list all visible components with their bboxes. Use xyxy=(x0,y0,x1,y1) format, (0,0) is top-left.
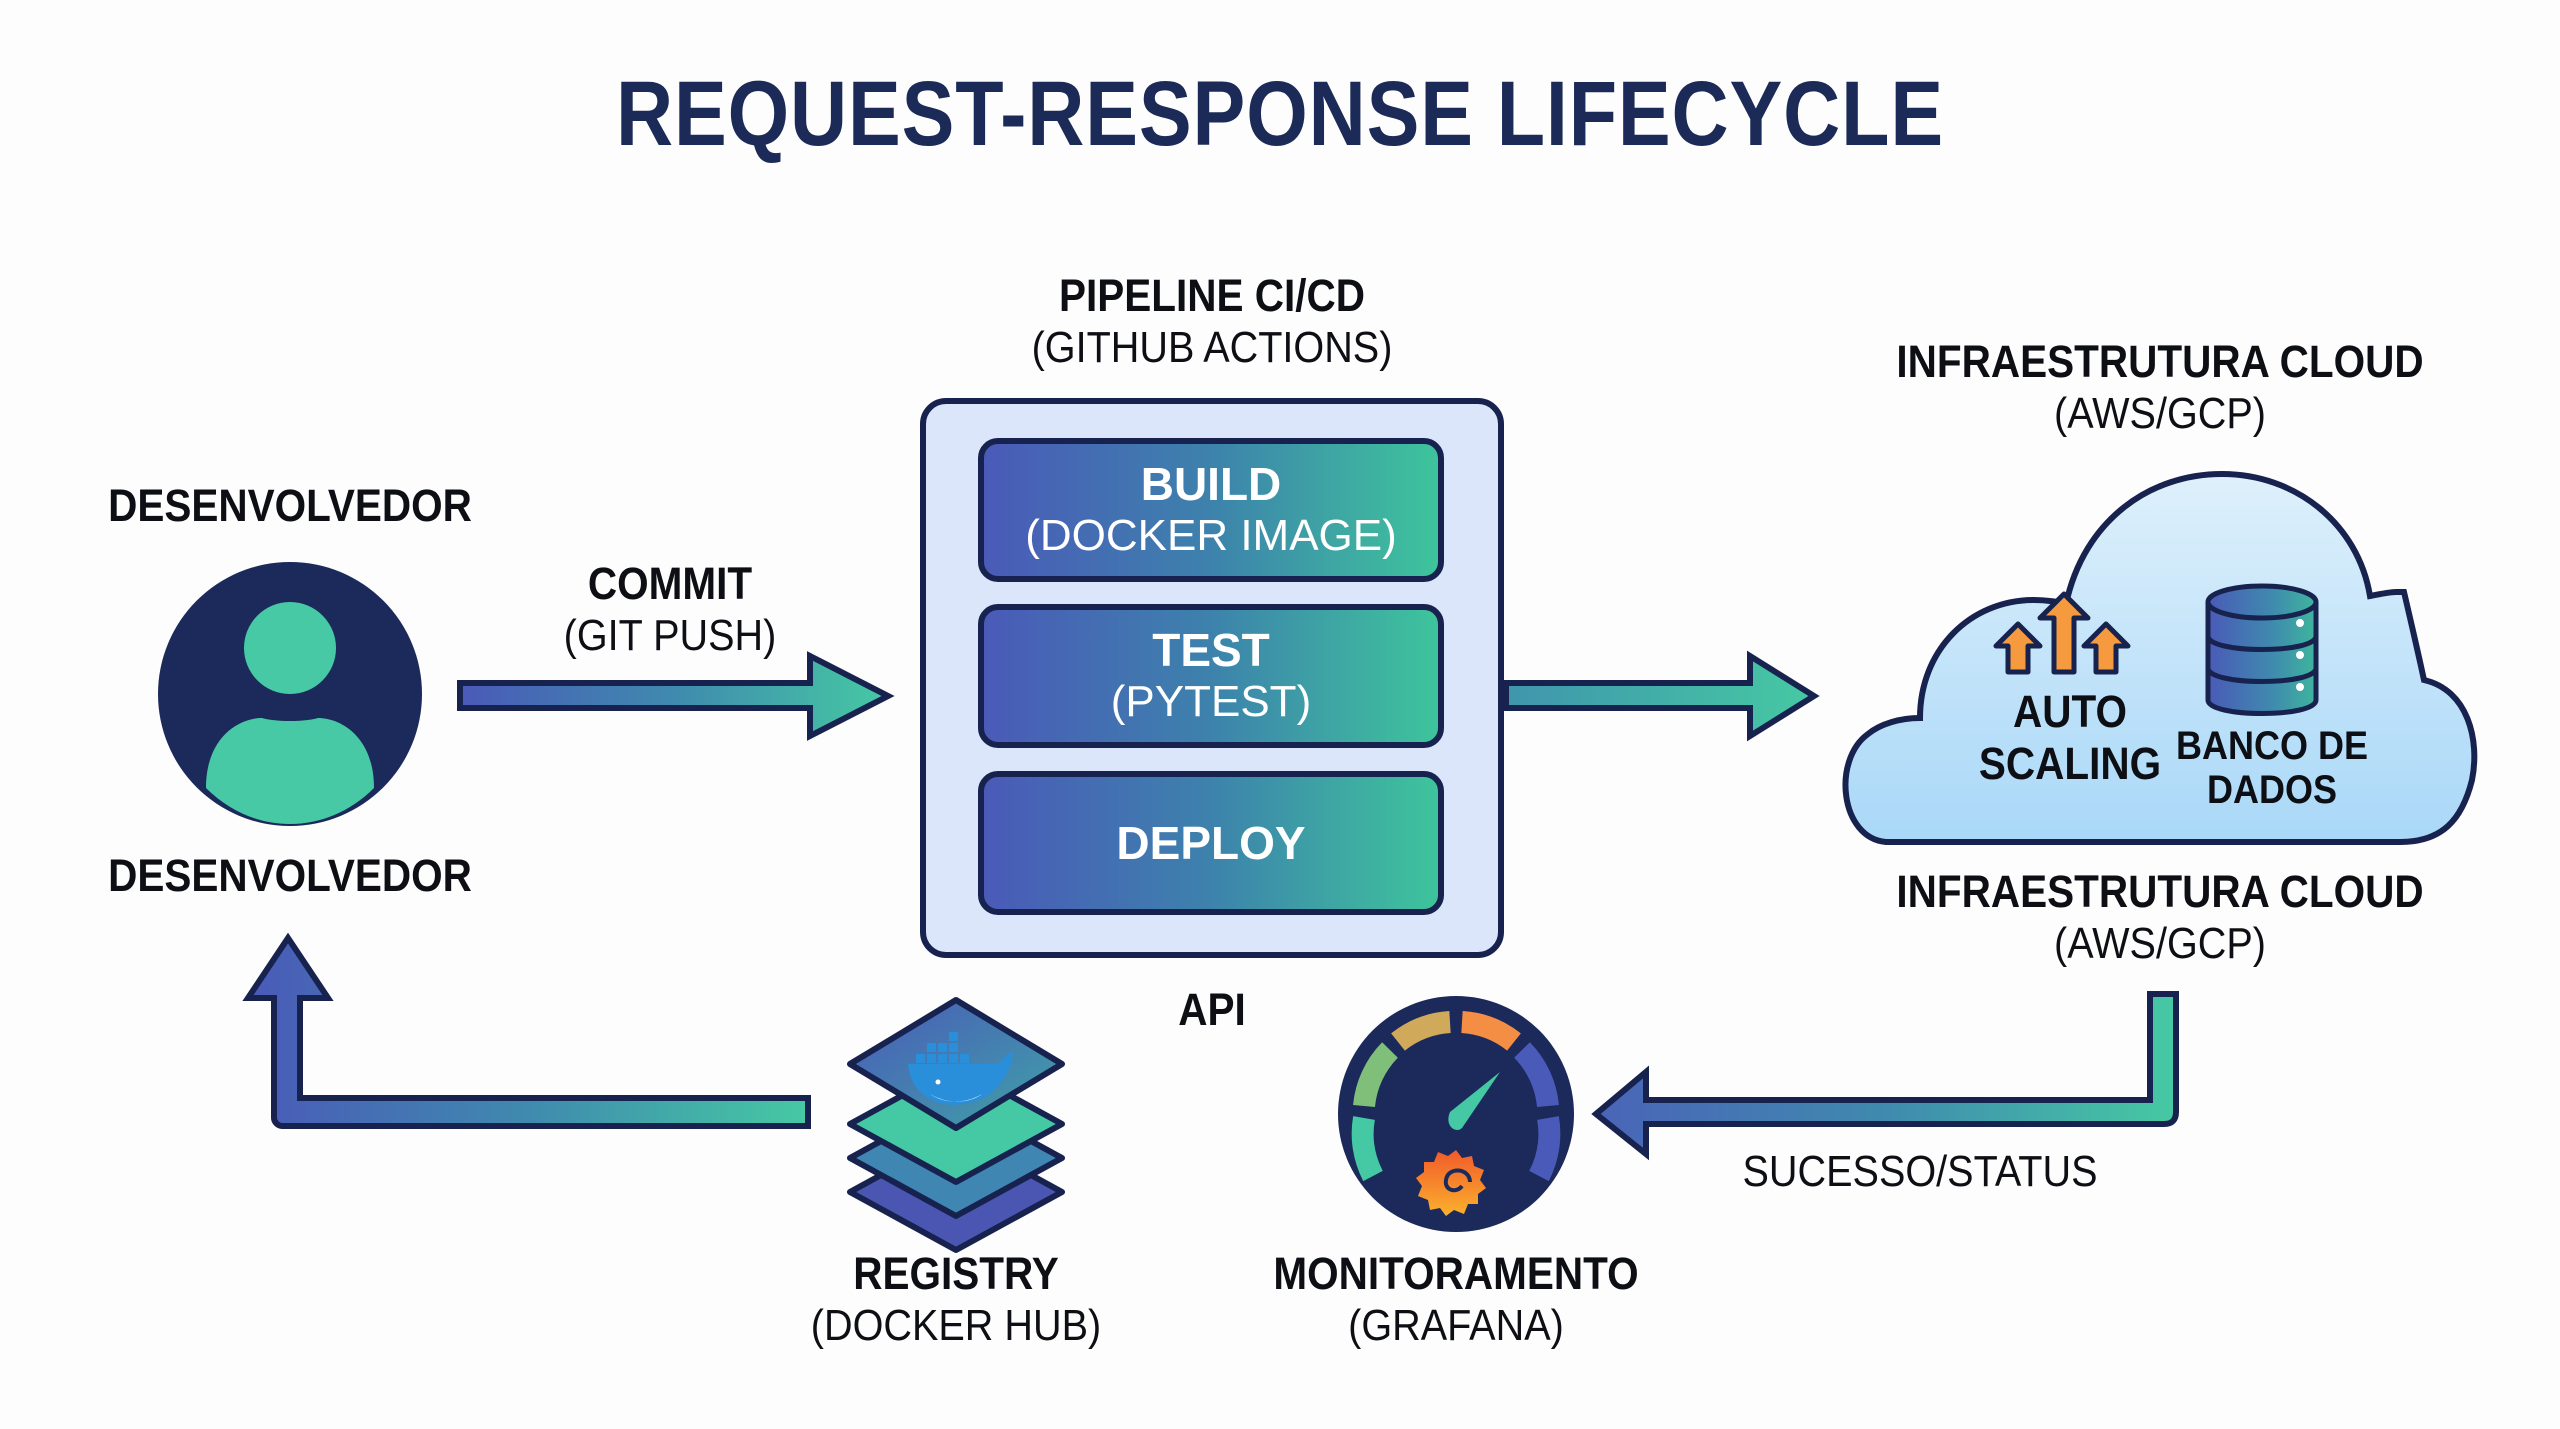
database-line2: DADOS xyxy=(2206,768,2337,812)
cloud-subtitle-top: (AWS/GCP) xyxy=(2054,389,2266,438)
developer-label-bottom: DESENVOLVEDOR xyxy=(108,850,472,901)
monitoring-subtitle: (GRAFANA) xyxy=(1348,1301,1564,1350)
monitoring-title: MONITORAMENTO xyxy=(1273,1248,1639,1299)
database-line1: BANCO DE xyxy=(2175,724,2369,768)
status-return-arrow xyxy=(1591,991,2179,1161)
monitoring-label: MONITORAMENTO (GRAFANA) xyxy=(1206,1248,1706,1352)
api-label: API xyxy=(1178,984,1246,1035)
commit-subtitle: (GIT PUSH) xyxy=(563,611,777,660)
registry-label: REGISTRY (DOCKER HUB) xyxy=(756,1248,1156,1352)
registry-title: REGISTRY xyxy=(853,1248,1059,1299)
stage-deploy-title: DEPLOY xyxy=(1116,817,1306,869)
stage-test-title: TEST xyxy=(1152,624,1270,676)
database-icon xyxy=(2205,583,2319,716)
stage-test-subtitle: (PYTEST) xyxy=(1110,677,1312,726)
commit-title: COMMIT xyxy=(587,558,753,609)
cloud-title-top: INFRAESTRUTURA CLOUD xyxy=(1896,336,2424,387)
cloud-header-top: INFRAESTRUTURA CLOUD (AWS/GCP) xyxy=(1830,336,2490,440)
registry-return-arrow xyxy=(242,932,811,1129)
developer-label-top: DESENVOLVEDOR xyxy=(108,480,472,531)
user-avatar-icon xyxy=(158,562,422,826)
cloud-header-bottom: INFRAESTRUTURA CLOUD (AWS/GCP) xyxy=(1830,866,2490,970)
stage-build[interactable]: BUILD (DOCKER IMAGE) xyxy=(978,438,1444,582)
autoscaling-arrows-icon xyxy=(1993,591,2131,675)
stage-build-title: BUILD xyxy=(1140,458,1282,510)
database-label: BANCO DE DADOS xyxy=(2132,724,2412,812)
pipeline-title: PIPELINE CI/CD xyxy=(1058,270,1366,321)
grafana-logo-icon xyxy=(1416,1150,1486,1216)
cloud-shape xyxy=(1842,470,2478,845)
cloud-subtitle-bottom: (AWS/GCP) xyxy=(2054,919,2266,968)
registry-subtitle: (DOCKER HUB) xyxy=(810,1301,1102,1350)
autoscaling-line2: SCALING xyxy=(1978,738,2162,789)
stage-deploy[interactable]: DEPLOY xyxy=(978,771,1444,915)
cloud-title-bottom: INFRAESTRUTURA CLOUD xyxy=(1896,866,2424,917)
deploy-arrow xyxy=(1503,650,1820,742)
pipeline-header: PIPELINE CI/CD (GITHUB ACTIONS) xyxy=(912,270,1512,374)
docker-layers-icon xyxy=(847,997,1065,1253)
commit-label: COMMIT (GIT PUSH) xyxy=(470,558,870,662)
grafana-gauge-icon xyxy=(1338,996,1574,1232)
commit-arrow xyxy=(457,651,895,741)
autoscaling-line1: AUTO xyxy=(2012,686,2128,737)
pipeline-subtitle: (GITHUB ACTIONS) xyxy=(1031,323,1393,372)
status-label: SUCESSO/STATUS xyxy=(1742,1147,2098,1196)
autoscaling-label: AUTO SCALING xyxy=(1910,686,2230,790)
stage-build-subtitle: (DOCKER IMAGE) xyxy=(1025,511,1397,560)
stage-test[interactable]: TEST (PYTEST) xyxy=(978,604,1444,748)
diagram-title: REQUEST-RESPONSE LIFECYCLE xyxy=(615,63,1945,165)
